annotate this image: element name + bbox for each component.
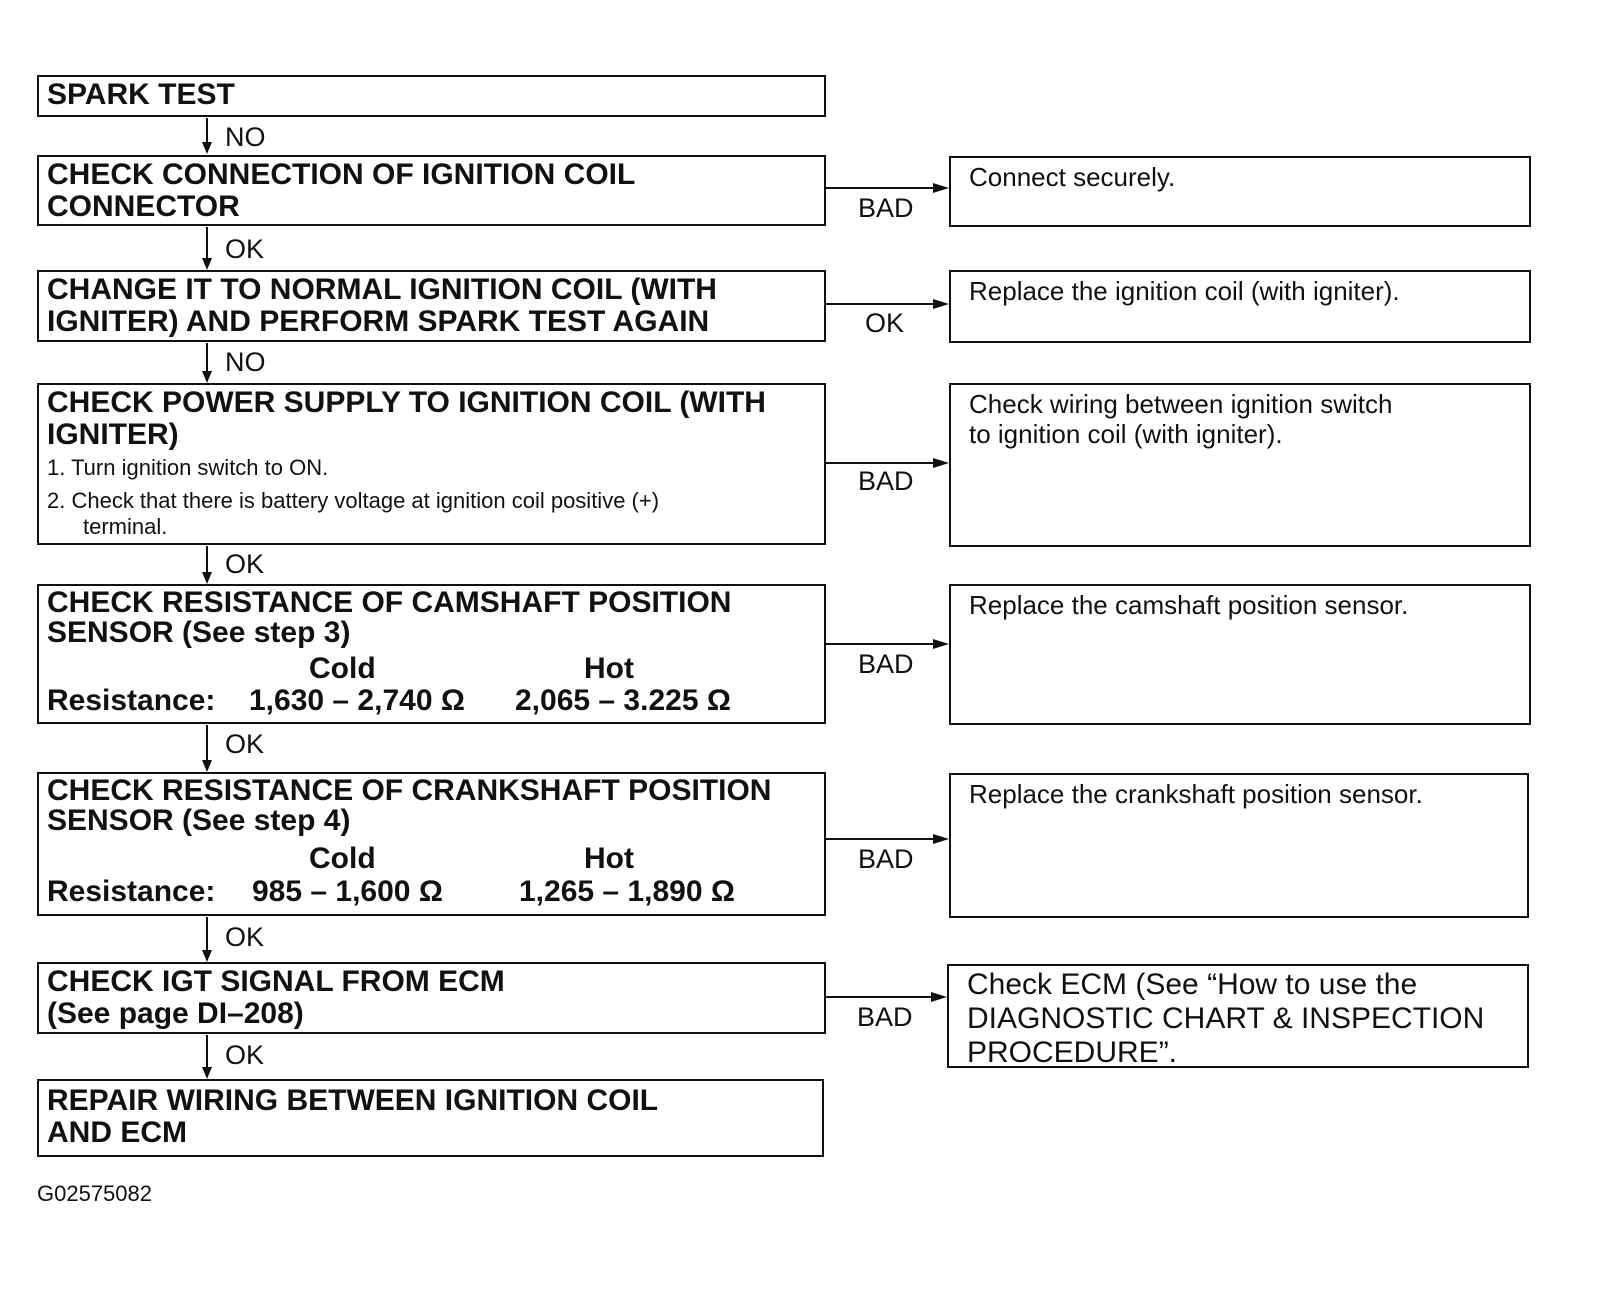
- step-title: REPAIR WIRING BETWEEN IGNITION COIL AND …: [47, 1084, 659, 1149]
- action-text: Check ECM (See “How to use the DIAGNOSTI…: [967, 968, 1485, 1069]
- action-check-wiring: Check wiring between ignition switch to …: [949, 383, 1531, 547]
- step-title: CHECK RESISTANCE OF CAMSHAFT POSITION SE…: [47, 586, 732, 649]
- action-replace-crankshaft-sensor: Replace the crankshaft position sensor.: [949, 773, 1529, 918]
- step-title: CHECK IGT SIGNAL FROM ECM (See page DI–2…: [47, 965, 505, 1030]
- down-label: NO: [225, 347, 266, 377]
- step-change-coil: CHANGE IT TO NORMAL IGNITION COIL (WITH …: [37, 270, 826, 342]
- step-check-igt-signal: CHECK IGT SIGNAL FROM ECM (See page DI–2…: [37, 962, 826, 1034]
- step-title: SPARK TEST: [47, 78, 235, 111]
- substep-2-cont: terminal.: [83, 514, 168, 539]
- side-label: BAD: [858, 844, 914, 874]
- hot-value: 1,265 – 1,890 Ω: [519, 875, 735, 908]
- down-label: OK: [225, 234, 265, 264]
- cold-header: Cold: [309, 652, 376, 685]
- down-label: OK: [225, 549, 265, 579]
- down-label: OK: [225, 922, 265, 952]
- action-text: Replace the crankshaft position sensor.: [969, 779, 1423, 809]
- action-replace-camshaft-sensor: Replace the camshaft position sensor.: [949, 584, 1531, 725]
- step-check-power-supply: CHECK POWER SUPPLY TO IGNITION COIL (WIT…: [37, 383, 826, 545]
- cold-value: 985 – 1,600 Ω: [252, 875, 443, 908]
- substep-2: 2. Check that there is battery voltage a…: [47, 488, 660, 513]
- figure-id: G02575082: [37, 1181, 152, 1206]
- side-label: BAD: [858, 466, 914, 496]
- side-label: BAD: [857, 1002, 913, 1032]
- hot-header: Hot: [584, 652, 634, 685]
- cold-header: Cold: [309, 842, 376, 875]
- hot-value: 2,065 – 3.225 Ω: [515, 684, 731, 717]
- action-text: Replace the ignition coil (with igniter)…: [969, 276, 1400, 306]
- resistance-label: Resistance:: [47, 684, 216, 717]
- action-text: Check wiring between ignition switch to …: [969, 389, 1393, 449]
- substep-1: 1. Turn ignition switch to ON.: [47, 455, 329, 480]
- step-title: CHECK RESISTANCE OF CRANKSHAFT POSITION …: [47, 774, 772, 837]
- hot-header: Hot: [584, 842, 634, 875]
- action-connect-securely: Connect securely.: [949, 156, 1531, 227]
- action-check-ecm: Check ECM (See “How to use the DIAGNOSTI…: [947, 964, 1529, 1069]
- step-check-connection: CHECK CONNECTION OF IGNITION COIL CONNEC…: [37, 155, 826, 226]
- action-text: Replace the camshaft position sensor.: [969, 590, 1409, 620]
- action-replace-ignition-coil: Replace the ignition coil (with igniter)…: [949, 270, 1531, 343]
- down-label: OK: [225, 1040, 265, 1070]
- down-label: NO: [225, 122, 266, 152]
- step-check-crankshaft-resistance: CHECK RESISTANCE OF CRANKSHAFT POSITION …: [37, 772, 826, 916]
- step-title: CHECK CONNECTION OF IGNITION COIL CONNEC…: [47, 158, 636, 223]
- step-title: CHANGE IT TO NORMAL IGNITION COIL (WITH …: [47, 273, 717, 338]
- resistance-label: Resistance:: [47, 875, 216, 908]
- step-title: CHECK POWER SUPPLY TO IGNITION COIL (WIT…: [47, 386, 766, 451]
- step-repair-wiring: REPAIR WIRING BETWEEN IGNITION COIL AND …: [37, 1079, 824, 1157]
- action-text: Connect securely.: [969, 162, 1176, 192]
- step-spark-test: SPARK TEST: [37, 75, 826, 117]
- side-label: OK: [865, 308, 905, 338]
- cold-value: 1,630 – 2,740 Ω: [249, 684, 465, 717]
- down-label: OK: [225, 729, 265, 759]
- step-check-camshaft-resistance: CHECK RESISTANCE OF CAMSHAFT POSITION SE…: [37, 584, 826, 724]
- side-label: BAD: [858, 193, 914, 223]
- side-label: BAD: [858, 649, 914, 679]
